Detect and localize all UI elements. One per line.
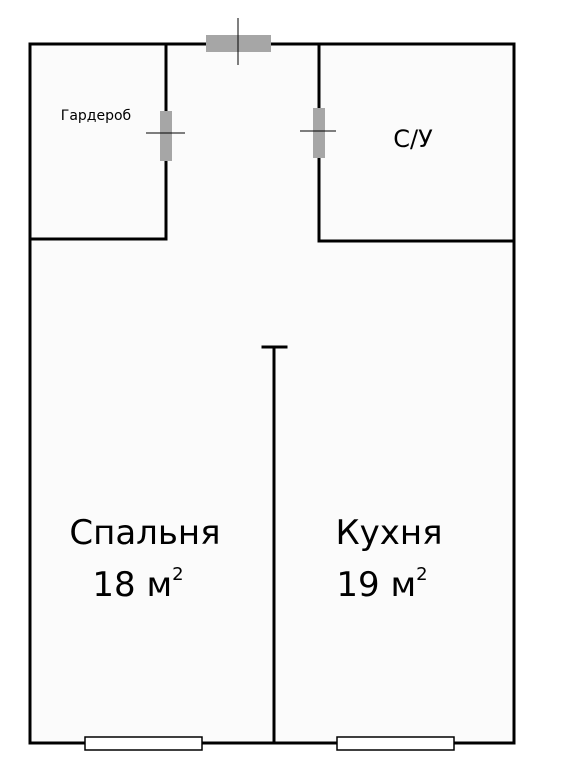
wardrobe-label: Гардероб	[61, 108, 131, 124]
bedroom-area-sup: 2	[172, 564, 183, 585]
bathroom-label: С/У	[393, 125, 433, 153]
kitchen-area: 19 м2	[336, 564, 427, 605]
bedroom-label: Спальня	[69, 513, 220, 553]
floor-area	[30, 44, 514, 743]
bedroom-area-value: 18 м	[92, 565, 172, 605]
kitchen-window	[336, 736, 455, 751]
kitchen-area-sup: 2	[416, 564, 427, 585]
entrance-door	[206, 18, 271, 65]
kitchen-label: Кухня	[335, 513, 442, 553]
kitchen-area-value: 19 м	[336, 565, 416, 605]
bedroom-area: 18 м2	[92, 564, 183, 605]
bathroom-door	[300, 108, 336, 158]
bedroom-window	[84, 736, 203, 751]
wardrobe-door	[146, 111, 185, 161]
